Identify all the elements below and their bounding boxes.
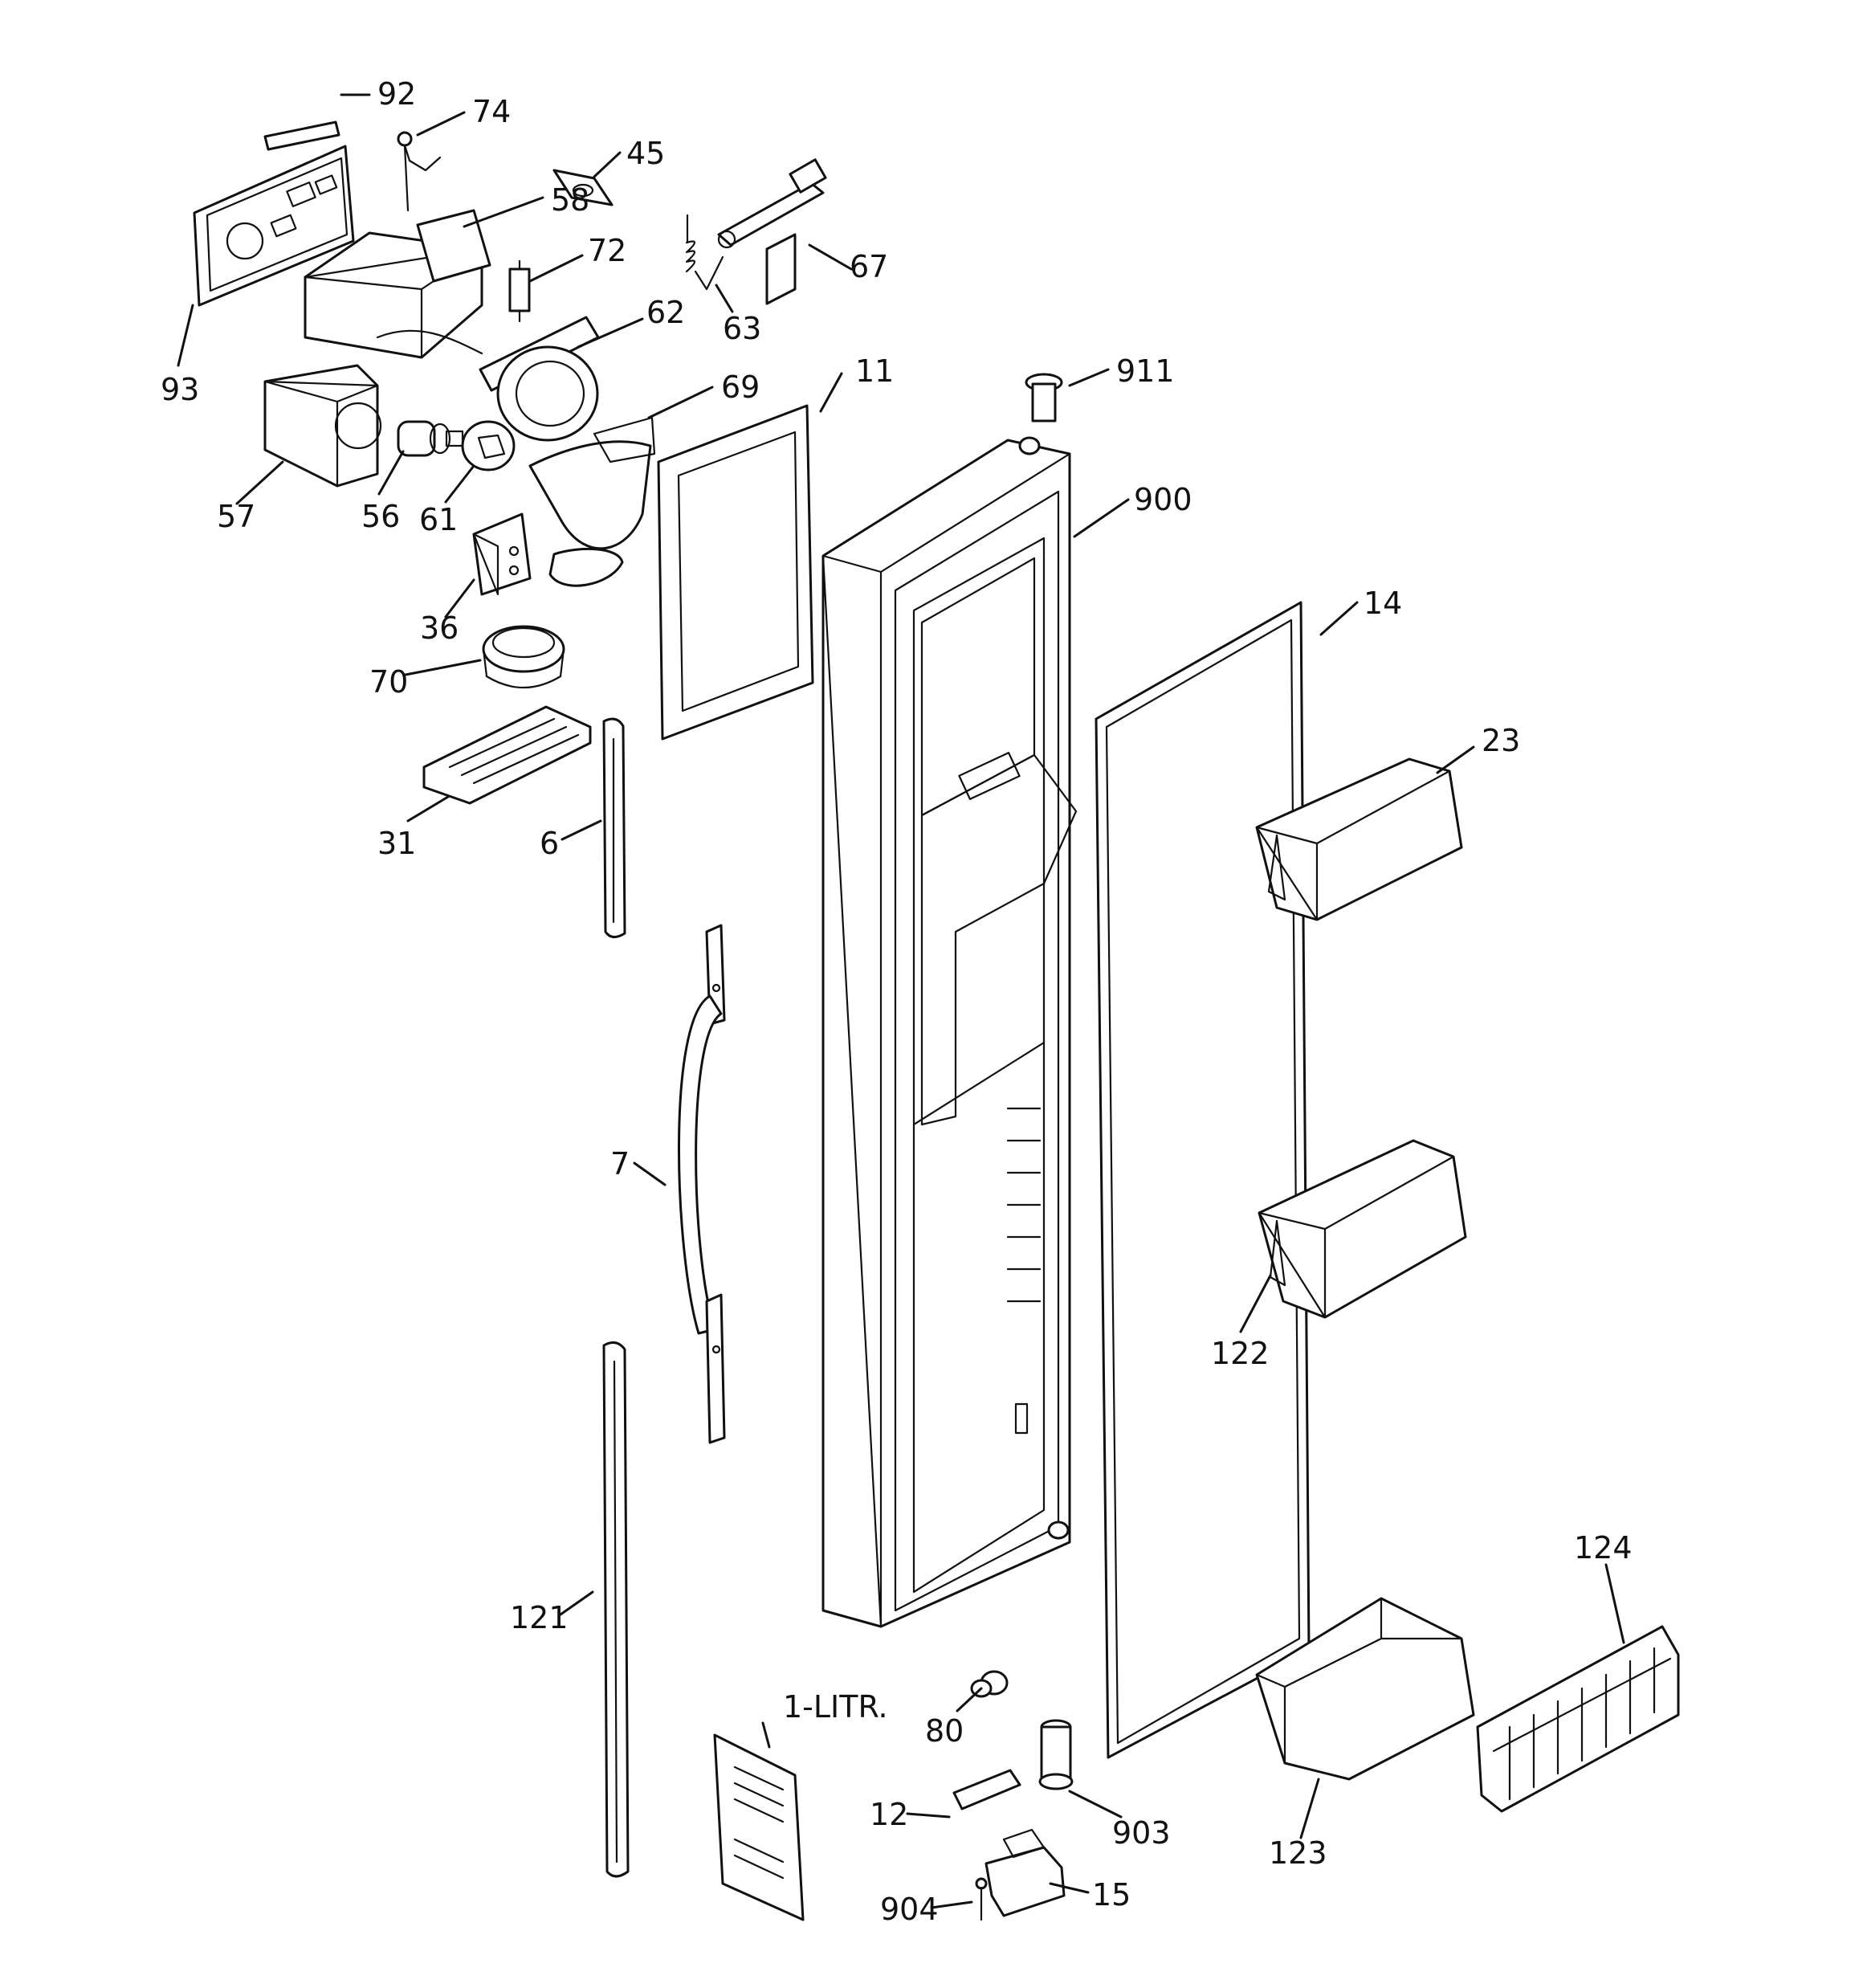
part-904-screw [975,1877,988,1921]
part-74-wire-clip [397,131,442,212]
callout-31: 31 [377,826,416,861]
callout-72: 72 [588,233,626,268]
part-72-switch [508,259,531,323]
part-900-door [821,436,1078,1628]
part-92-label-strip [263,120,340,151]
callout-123: 123 [1269,1835,1327,1871]
callout-121: 121 [510,1600,569,1635]
part-56-motor [397,420,464,457]
callout-911: 911 [1116,353,1175,389]
part-57-housing-block [263,364,382,488]
part-124-wire-basket [1476,1625,1680,1813]
callout-11: 11 [855,353,894,389]
part-6-trim-strip [602,717,626,938]
part-67-lever [717,158,827,305]
leader-lines [177,93,1625,1909]
callout-904: 904 [880,1892,939,1927]
callout-93: 93 [161,372,199,407]
callout-7: 7 [610,1146,630,1182]
part-123-door-bin [1255,1597,1475,1781]
callout-92: 92 [377,76,416,112]
callout-903: 903 [1112,1815,1171,1851]
callout-70: 70 [369,664,408,700]
callout-labels: 92 74 45 58 72 67 63 62 93 69 11 911 57 … [161,76,1633,1927]
callout-12: 12 [870,1797,908,1832]
part-1-litr-booklet [713,1733,805,1921]
part-121-trim-strip [602,1341,630,1878]
callout-69: 69 [721,369,760,405]
part-70-ring [482,625,565,688]
callout-14: 14 [1364,586,1402,621]
callout-122: 122 [1211,1336,1270,1371]
part-45-bracket [552,169,614,206]
part-62-funnel-ring [479,316,600,442]
part-31-drip-tray [422,705,592,805]
part-903-bushing [1038,1719,1074,1790]
part-61-coupler [461,420,516,471]
part-7-door-handle [678,924,726,1444]
callout-1-litr: 1-LITR. [783,1689,888,1725]
callout-61: 61 [419,502,458,537]
part-11-recess-frame [657,404,814,741]
part-36-bracket [472,512,532,596]
callout-900: 900 [1134,482,1192,517]
callout-58: 58 [551,182,589,218]
part-69-chute [528,416,656,587]
callout-57: 57 [217,499,255,534]
callout-80: 80 [925,1713,964,1749]
callout-36: 36 [420,610,459,646]
callout-23: 23 [1482,723,1520,758]
part-23-door-bin [1255,757,1463,921]
part-15-hinge [984,1828,1066,1917]
part-63-spring [685,214,724,291]
part-93-control-board [193,145,355,307]
part-911-cap [1025,373,1063,423]
part-14-door-gasket [1095,601,1311,1759]
part-122-door-bin [1258,1139,1467,1319]
part-12-plate [952,1769,1021,1810]
callout-74: 74 [472,94,511,129]
callout-56: 56 [361,499,400,534]
callout-6: 6 [540,826,559,861]
callout-67: 67 [850,249,888,284]
callout-124: 124 [1574,1530,1633,1565]
callout-45: 45 [626,136,665,171]
callout-15: 15 [1092,1877,1131,1912]
part-58-dispenser-housing [304,209,491,359]
callout-62: 62 [646,295,685,330]
callout-63: 63 [723,311,761,346]
